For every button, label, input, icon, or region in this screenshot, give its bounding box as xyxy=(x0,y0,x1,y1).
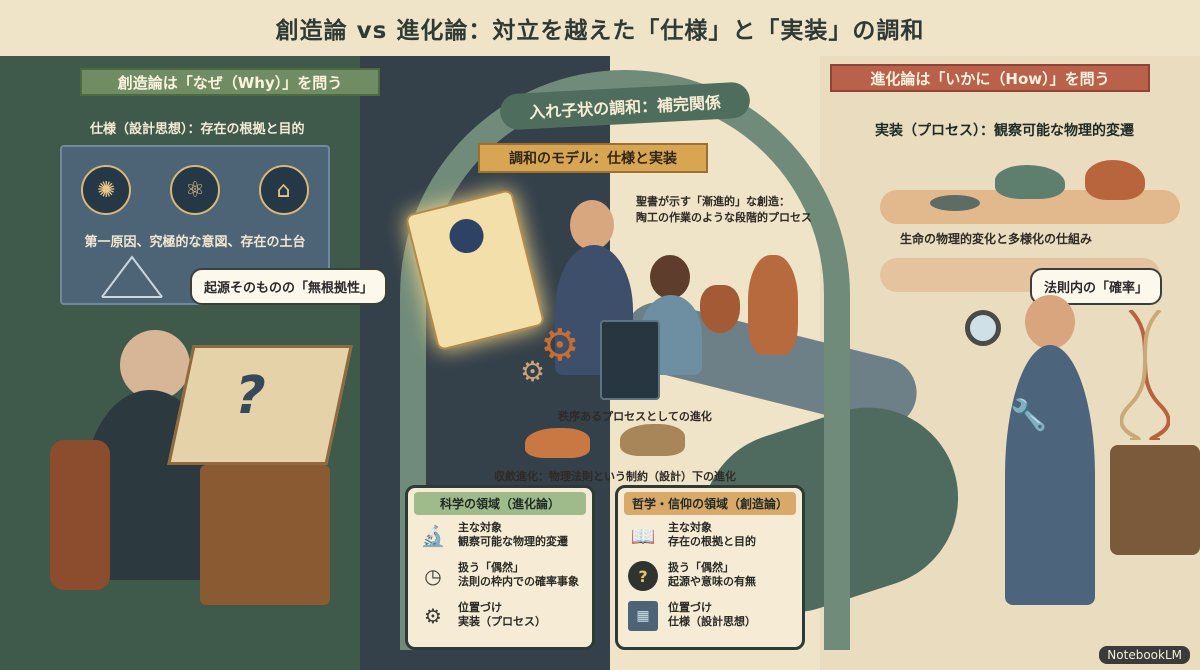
row-label: 主な対象 xyxy=(668,521,712,534)
change-note: 生命の物理的変化と多様化の仕組み xyxy=(900,232,1093,246)
row-value: 実装（プロセス） xyxy=(458,615,546,628)
process-note: 秩序あるプロセスとしての進化 xyxy=(558,410,712,423)
page-title: 創造論 vs 進化論：対立を越えた「仕様」と「実装」の調和 xyxy=(275,18,925,44)
potter-head xyxy=(650,255,690,299)
fish-creature xyxy=(930,195,980,211)
creationism-banner: 創造論は「なぜ（Why）」を問う xyxy=(80,68,380,96)
code-screen xyxy=(600,320,660,400)
row-label: 扱う「偶然」 xyxy=(458,561,524,574)
finished-vase xyxy=(748,255,798,355)
temple-icon: ⌂ xyxy=(258,165,309,215)
scientist-figure xyxy=(1005,345,1095,605)
philosophy-box-header: 哲学・信仰の領域（創造論） xyxy=(624,492,796,515)
clay-pot xyxy=(700,285,740,333)
microscope-icon: 🔬 xyxy=(420,524,446,548)
row-value: 法則の枠内での確率事象 xyxy=(458,575,579,588)
reptile-creature xyxy=(1085,160,1145,200)
science-row-chance: ◷ 扱う「偶然」法則の枠内での確率事象 xyxy=(418,561,582,591)
planet-icon xyxy=(445,215,488,257)
drafting-board: ? xyxy=(167,345,353,465)
designer-head xyxy=(120,330,190,400)
science-row-position: ⚙ 位置づけ実装（プロセス） xyxy=(418,601,582,631)
evolution-banner: 進化論は「いかに（How）」を問う xyxy=(830,64,1150,92)
implementation-caption: 実装（プロセス）：観察可能な物理的変遷 xyxy=(875,123,1134,139)
thylacine-animal xyxy=(620,424,685,456)
row-value: 起源や意味の有無 xyxy=(668,575,756,588)
philosophy-row-target: 📖 主な対象存在の根拠と目的 xyxy=(628,521,792,551)
compass-diagram-icon xyxy=(101,255,163,298)
scientist-head xyxy=(1025,295,1075,349)
harmony-model-banner: 調和のモデル：仕様と実装 xyxy=(478,143,708,173)
science-box-header: 科学の領域（進化論） xyxy=(414,492,586,515)
dna-helix-icon xyxy=(1120,310,1170,440)
magnifier-icon xyxy=(965,310,1001,346)
speaker-head xyxy=(570,200,614,250)
scripture-note: 聖書が示す「漸進的」な創造： 陶工の作業のような段階的プロセス xyxy=(636,195,812,224)
small-gear-icon: ⚙ xyxy=(520,355,546,388)
question-mark-icon: ? xyxy=(228,366,272,426)
blueprint-icon: ▦ xyxy=(628,601,658,631)
row-value: 仕様（設計思想） xyxy=(668,615,756,628)
fox-animal xyxy=(525,428,590,458)
question-icon: ? xyxy=(628,561,658,591)
row-label: 位置づけ xyxy=(458,601,502,614)
notebooklm-watermark: NotebookLM xyxy=(1099,646,1190,664)
blueprint-text: 第一原因、究極的な意図、存在の土台 xyxy=(84,235,306,250)
drafting-table xyxy=(200,465,330,605)
amphibian-creature xyxy=(995,165,1065,199)
science-row-target: 🔬 主な対象観察可能な物理的変遷 xyxy=(418,521,582,551)
gear-icon: ⚙ xyxy=(540,320,580,371)
groundlessness-bubble: 起源そのものの「無根拠性」 xyxy=(190,268,388,305)
philosophy-row-position: ▦ 位置づけ仕様（設計思想） xyxy=(628,601,792,631)
row-label: 主な対象 xyxy=(458,521,502,534)
row-label: 位置づけ xyxy=(668,601,712,614)
chair xyxy=(50,440,110,590)
clock-icon: ◷ xyxy=(424,564,442,588)
book-icon: 📖 xyxy=(630,524,656,548)
spec-caption: 仕様（設計思想）：存在の根拠と目的 xyxy=(90,122,305,137)
galaxy-icon: ✺ xyxy=(81,165,132,215)
atom-icon: ⚛ xyxy=(169,165,220,215)
wrench-icon: 🔧 xyxy=(1010,398,1048,433)
row-label: 扱う「偶然」 xyxy=(668,561,734,574)
gear-icon: ⚙ xyxy=(424,604,442,628)
row-value: 存在の根拠と目的 xyxy=(668,535,756,548)
fossil-layers xyxy=(1110,445,1200,555)
row-value: 観察可能な物理的変遷 xyxy=(458,535,568,548)
convergent-note: 収斂進化：物理法則という制約（設計）下の進化 xyxy=(494,470,736,483)
philosophy-domain-box: 哲学・信仰の領域（創造論） 📖 主な対象存在の根拠と目的 ? 扱う「偶然」起源や… xyxy=(615,485,805,650)
science-domain-box: 科学の領域（進化論） 🔬 主な対象観察可能な物理的変遷 ◷ 扱う「偶然」法則の枠… xyxy=(405,485,595,650)
philosophy-row-chance: ? 扱う「偶然」起源や意味の有無 xyxy=(628,561,792,591)
